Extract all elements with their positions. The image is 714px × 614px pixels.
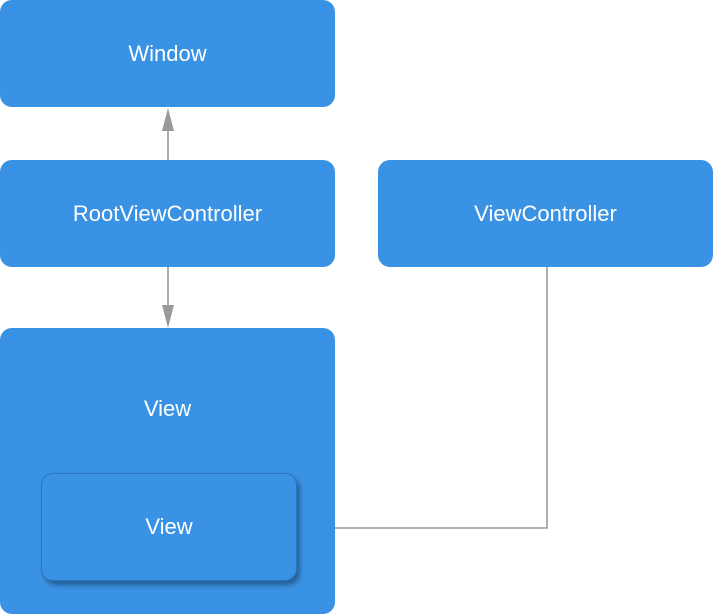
root-view-controller-node: RootViewController — [0, 160, 335, 267]
view-outer-node-label: View — [143, 396, 192, 421]
arrowhead-up-icon — [162, 108, 174, 131]
root-view-controller-node-label: RootViewController — [72, 200, 263, 226]
view-inner-node: View — [41, 473, 297, 581]
window-node: Window — [0, 0, 335, 107]
arrowhead-down-icon — [162, 305, 174, 328]
window-node-label: Window — [128, 40, 207, 66]
view-controller-node-label: ViewController — [474, 200, 617, 226]
view-inner-node-label: View — [145, 514, 193, 539]
connector-vc-to-inner-view — [320, 267, 548, 529]
view-controller-node: ViewController — [378, 160, 713, 267]
